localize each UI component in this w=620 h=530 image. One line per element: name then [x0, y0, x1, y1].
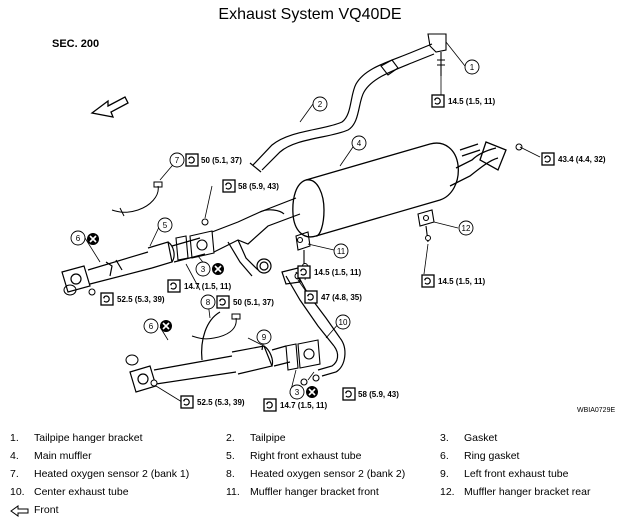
front-arrow-icon: [10, 505, 29, 517]
callouts: 1 2 3 3 4 5 6 6 7 8 9 10 11 12: [70, 59, 480, 400]
svg-text:14.7 (1.5, 11): 14.7 (1.5, 11): [184, 282, 231, 291]
svg-text:3: 3: [295, 388, 300, 397]
svg-text:14.5 (1.5, 11): 14.5 (1.5, 11): [314, 268, 361, 277]
svg-text:50 (5.1, 37): 50 (5.1, 37): [233, 298, 274, 307]
svg-text:47 (4.8, 35): 47 (4.8, 35): [321, 293, 362, 302]
torque-icon: [216, 295, 230, 309]
torque-icon: [100, 292, 114, 306]
gasket-lower: [285, 339, 321, 386]
torque-icon: [421, 274, 435, 288]
torque-icon: [180, 395, 194, 409]
y-pipe: [211, 197, 301, 277]
svg-text:12: 12: [462, 224, 471, 233]
svg-text:52.5 (5.3, 39): 52.5 (5.3, 39): [117, 295, 165, 304]
svg-text:3: 3: [201, 265, 206, 274]
svg-text:11: 11: [337, 247, 346, 256]
torque-icon: [185, 153, 199, 167]
svg-text:8: 8: [206, 298, 211, 307]
section-label: SEC. 200: [52, 38, 100, 50]
no-reuse-icon: [86, 232, 100, 246]
callout-11: 11: [333, 243, 349, 259]
svg-text:14.5 (1.5, 11): 14.5 (1.5, 11): [448, 97, 495, 106]
callout-2: 2: [312, 96, 328, 112]
svg-text:5: 5: [163, 221, 168, 230]
svg-text:6: 6: [76, 234, 81, 243]
no-reuse-icon: [211, 262, 225, 276]
callout-3-upper: 3: [195, 261, 211, 277]
tailpipe: [249, 43, 435, 173]
oxygen-sensor-bank1: [111, 181, 163, 217]
no-reuse-icon: [159, 319, 173, 333]
front-label: Front: [34, 504, 59, 516]
exhaust-diagram: 1 2 3 3 4 5 6 6 7 8 9 10 11 12 14.5 (1.5…: [61, 33, 606, 412]
torque-icon: [342, 387, 356, 401]
callout-10: 10: [335, 314, 351, 330]
torque-icon: [431, 94, 445, 108]
callout-8: 8: [200, 294, 216, 310]
torque-icon: [304, 290, 318, 304]
callout-4: 4: [351, 135, 367, 151]
svg-text:7: 7: [175, 156, 180, 165]
svg-text:52.5 (5.3, 39): 52.5 (5.3, 39): [197, 398, 245, 407]
diagram-title: Exhaust System VQ40DE: [218, 6, 402, 23]
svg-text:1: 1: [470, 63, 475, 72]
torque-icon: [297, 265, 311, 279]
callout-5: 5: [157, 217, 173, 233]
gasket-upper: [175, 230, 215, 261]
figure-code: WBIA0729E: [577, 407, 616, 414]
svg-text:50 (5.1, 37): 50 (5.1, 37): [201, 156, 242, 165]
callout-1: 1: [464, 59, 480, 75]
svg-text:10: 10: [339, 318, 348, 327]
svg-text:43.4 (4.4, 32): 43.4 (4.4, 32): [558, 155, 606, 164]
front-arrow: [90, 96, 129, 118]
oxygen-sensor-bank2: [191, 313, 241, 340]
svg-text:14.5 (1.5, 11): 14.5 (1.5, 11): [438, 277, 485, 286]
callout-12: 12: [458, 220, 474, 236]
ring-gasket-lower: [125, 354, 139, 366]
svg-text:58 (5.9, 43): 58 (5.9, 43): [358, 390, 399, 399]
torque-specs: 14.5 (1.5, 11) 43.4 (4.4, 32) 50 (5.1, 3…: [100, 94, 606, 412]
main-muffler: [292, 141, 507, 238]
no-reuse-icon: [305, 385, 319, 399]
svg-text:14.7 (1.5, 11): 14.7 (1.5, 11): [280, 401, 327, 410]
muffler-hangers: [295, 209, 435, 265]
ring-gasket-upper: [63, 284, 77, 296]
tailpipe-hanger-bracket: [380, 33, 447, 76]
callout-6-upper: 6: [70, 230, 86, 246]
center-exhaust-tube: [281, 267, 346, 377]
svg-text:9: 9: [262, 333, 267, 342]
callout-3-lower: 3: [289, 384, 305, 400]
torque-icon: [222, 179, 236, 193]
torque-icon: [167, 279, 181, 293]
svg-text:2: 2: [318, 100, 323, 109]
torque-icon: [541, 152, 555, 166]
svg-text:6: 6: [149, 322, 154, 331]
callout-7: 7: [169, 152, 185, 168]
svg-text:58 (5.9, 43): 58 (5.9, 43): [238, 182, 279, 191]
svg-text:4: 4: [357, 139, 362, 148]
callout-6-lower: 6: [143, 318, 159, 334]
callout-9: 9: [256, 329, 272, 345]
torque-icon: [263, 398, 277, 412]
